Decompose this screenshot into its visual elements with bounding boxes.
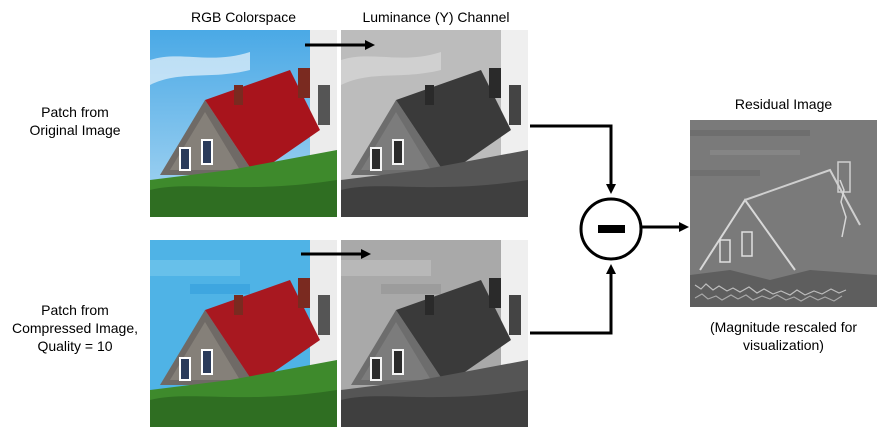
- row-label-original-line1: Patch from: [41, 104, 109, 120]
- residual-note-line2: visualization): [743, 337, 824, 353]
- arrow-compressed-to-subtract: [530, 264, 616, 335]
- patch-compressed-luminance: [341, 240, 528, 427]
- patch-original-rgb: [150, 30, 337, 217]
- row-label-compressed-line1: Patch from: [41, 302, 109, 318]
- patch-original-luminance: [341, 30, 528, 217]
- arrow-original-to-subtract: [530, 124, 616, 194]
- residual-image: [690, 120, 877, 307]
- minus-sign: [598, 225, 625, 233]
- header-residual-image: Residual Image: [734, 96, 833, 112]
- row-label-compressed-line2: Compressed Image,: [11, 320, 139, 336]
- row-label-compressed-line3: Quality = 10: [37, 338, 113, 354]
- residual-note-line1: (Magnitude rescaled for: [709, 319, 858, 335]
- header-rgb-colorspace: RGB Colorspace: [190, 9, 297, 25]
- row-label-compressed: Patch from Compressed Image, Quality = 1…: [5, 301, 145, 355]
- header-luminance-channel: Luminance (Y) Channel: [362, 9, 510, 25]
- row-label-original-line2: Original Image: [29, 122, 121, 138]
- residual-note: (Magnitude rescaled for visualization): [690, 318, 877, 354]
- row-label-original: Patch from Original Image: [10, 103, 140, 139]
- patch-compressed-rgb: [150, 240, 337, 427]
